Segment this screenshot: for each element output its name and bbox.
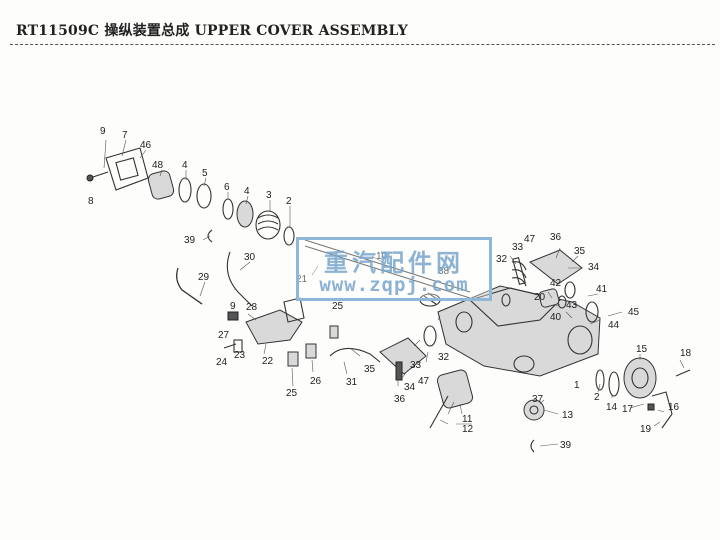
watermark: 重汽配件网 www.zqpj.com [296,237,492,301]
callout-20: 20 [534,292,546,303]
title-divider [10,44,715,45]
callout-37: 37 [532,394,544,405]
callout-35: 35 [364,364,376,375]
callout-39: 39 [184,235,196,246]
callout-25b: 25 [286,388,298,399]
callout-12: 12 [462,424,474,435]
callout-32: 32 [438,352,450,363]
callout-25: 25 [332,301,344,312]
callout-45: 45 [628,307,640,318]
callout-26: 26 [310,376,322,387]
callout-22: 22 [262,356,274,367]
callout-11: 11 [462,414,473,425]
callout-8: 8 [88,196,94,207]
callout-13: 13 [562,410,574,421]
callout-7: 7 [122,130,128,141]
callout-21: 21 [296,274,308,285]
callout-34: 34 [404,382,416,393]
callout-24: 24 [216,357,228,368]
callout-17: 17 [622,404,634,415]
watermark-text: 重汽配件网 [324,249,464,277]
callout-33: 33 [410,360,422,371]
callout-46: 46 [140,140,152,151]
callout-27: 27 [218,330,230,341]
callout-10: 10 [376,251,388,262]
callout-47b: 47 [524,234,536,245]
callout-36: 36 [394,394,406,405]
callout-15: 15 [636,344,648,355]
callout-3: 3 [266,190,272,201]
callout-16: 16 [668,402,680,413]
callout-6: 6 [224,182,230,193]
callout-47: 47 [418,376,430,387]
callout-39b: 39 [560,440,572,451]
callout-29: 29 [198,272,210,283]
callout-30: 30 [244,252,256,263]
callout-41: 41 [596,284,608,295]
callout-18: 18 [680,348,692,359]
callout-33b: 33 [512,242,524,253]
callout-2b: 2 [594,392,600,403]
watermark-url: www.zqpj.com [319,274,469,296]
callout-35b: 35 [574,246,586,257]
callout-2: 2 [286,196,292,207]
callout-36b: 36 [550,232,562,243]
callout-48: 48 [152,160,164,171]
callout-19: 19 [640,424,652,435]
valve-block-part [245,309,303,345]
callout-9: 9 [100,126,106,137]
callout-4b: 4 [244,186,250,197]
callout-31: 31 [346,377,358,388]
callout-1: 1 [574,380,580,391]
callout-14: 14 [606,402,618,413]
callout-40: 40 [550,312,562,323]
callout-38: 38 [438,266,450,277]
callout-23: 23 [234,350,246,361]
housing-part [147,170,175,200]
callout-43: 43 [566,300,578,311]
callout-44: 44 [608,320,620,331]
gasket-part [105,147,149,191]
page-title: RT11509C 操纵装置总成 UPPER COVER ASSEMBLY [16,23,408,39]
callout-4: 4 [182,160,188,171]
callout-42: 42 [550,278,562,289]
callout-9b: 9 [230,301,236,312]
callout-28: 28 [246,302,258,313]
callout-34b: 34 [588,262,600,273]
callout-5: 5 [202,168,208,179]
callout-32b: 32 [496,254,508,265]
